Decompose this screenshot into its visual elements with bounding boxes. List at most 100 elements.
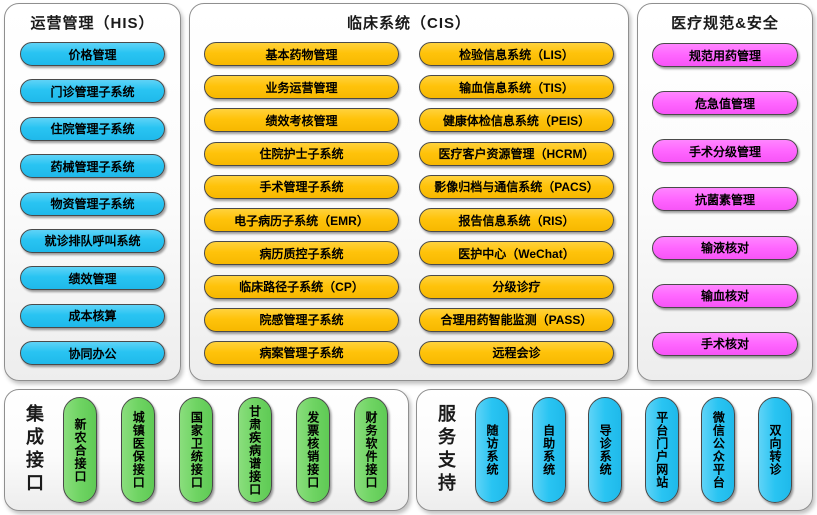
cis-module-pill: 影像归档与通信系统（PACS）: [419, 174, 614, 199]
cis-module-pill: 检验信息系统（LIS）: [419, 42, 614, 66]
safety-module-pill-label: 输液核对: [700, 241, 749, 256]
his-module-pill: 价格管理: [20, 42, 165, 66]
cis-module-pill: 基本药物管理: [204, 42, 399, 66]
integration-interface-pill-label: 甘肃疾病谱接口: [247, 404, 262, 496]
service-support-pill: 双向转诊: [758, 397, 792, 503]
integration-interface-pill: 发票核销接口: [295, 397, 330, 503]
cis-module-pill: 电子病历子系统（EMR）: [204, 208, 399, 233]
cis-module-pill: 临床路径子系统（CP）: [204, 274, 399, 299]
cis-module-pill-label: 临床路径子系统（CP）: [239, 280, 364, 295]
cis-module-pill: 病历质控子系统: [204, 241, 399, 266]
service-support-pill-label: 导诊系统: [598, 424, 613, 476]
panel-safety: 医疗规范&安全 规范用药管理危急值管理手术分级管理抗菌素管理输液核对输血核对手术…: [637, 3, 813, 381]
his-module-pill: 物资管理子系统: [20, 191, 165, 216]
panel-service: 服务支持 随访系统 自助系统 导诊系统 平台门户网站 微信公众平台 双向转诊: [415, 389, 813, 511]
panel-cis: 临床系统（CIS） 基本药物管理业务运营管理绩效考核管理住院护士子系统手术管理子…: [189, 3, 629, 381]
panel-safety-title: 医疗规范&安全: [671, 15, 779, 32]
integration-interface-pill: 甘肃疾病谱接口: [237, 397, 272, 503]
safety-module-pill-label: 手术核对: [700, 337, 749, 352]
cis-module-pill-label: 病案管理子系统: [259, 346, 344, 361]
service-support-pill: 随访系统: [474, 397, 509, 503]
his-module-pill-label: 物资管理子系统: [50, 197, 135, 211]
cis-module-pill-label: 医护中心（WeChat）: [458, 246, 575, 261]
panel-integration: 集成接口 新农合接口城镇医保接口国家卫统接口甘肃疾病谱接口发票核销接口财务软件接…: [4, 389, 409, 511]
his-module-pill: 门诊管理子系统: [20, 79, 165, 104]
safety-module-pill-label: 手术分级管理: [688, 144, 761, 159]
cis-module-pill: 医疗客户资源管理（HCRM）: [419, 141, 614, 166]
safety-pill-list: 规范用药管理危急值管理手术分级管理抗菌素管理输液核对输血核对手术核对: [638, 33, 812, 380]
cis-module-pill: 输血信息系统（TIS）: [419, 75, 614, 100]
cis-module-pill-label: 影像归档与通信系统（PACS）: [434, 180, 599, 195]
panel-his: 运营管理（HIS） 价格管理门诊管理子系统住院管理子系统药械管理子系统物资管理子…: [4, 3, 181, 381]
his-module-pill: 成本核算: [20, 303, 165, 328]
cis-module-pill-label: 绩效考核管理: [265, 113, 338, 128]
his-module-pill-label: 住院管理子系统: [50, 122, 135, 137]
top-row: 运营管理（HIS） 价格管理门诊管理子系统住院管理子系统药械管理子系统物资管理子…: [4, 3, 813, 381]
cis-module-pill-label: 住院护士子系统: [259, 147, 344, 162]
cis-columns: 基本药物管理业务运营管理绩效考核管理住院护士子系统手术管理子系统电子病历子系统（…: [190, 33, 628, 380]
his-module-pill-label: 绩效管理: [68, 271, 117, 286]
cis-module-pill: 绩效考核管理: [204, 108, 399, 133]
service-support-pill-label: 双向转诊: [768, 424, 782, 476]
cis-module-pill: 分级诊疗: [419, 274, 614, 299]
service-support-pill-label: 平台门户网站: [654, 411, 669, 489]
safety-module-pill: 规范用药管理: [652, 43, 798, 67]
safety-module-pill-label: 规范用药管理: [688, 48, 761, 63]
integration-interface-pill-label: 国家卫统接口: [189, 411, 204, 489]
cis-module-pill-label: 合理用药智能监测（PASS）: [440, 313, 593, 328]
safety-module-pill: 输液核对: [652, 235, 798, 260]
service-support-pill: 微信公众平台: [701, 397, 736, 503]
his-module-pill: 绩效管理: [20, 266, 165, 291]
integration-interface-pill-label: 新农合接口: [73, 417, 87, 483]
integration-interface-pill-label: 财务软件接口: [363, 411, 378, 489]
safety-module-pill: 输血核对: [652, 283, 798, 308]
cis-module-pill-label: 远程会诊: [492, 346, 541, 361]
service-support-pill: 自助系统: [531, 397, 566, 503]
his-module-pill-label: 协同办公: [68, 346, 117, 361]
cis-module-pill: 合理用药智能监测（PASS）: [419, 307, 614, 332]
cis-module-pill-label: 分级诊疗: [492, 280, 541, 295]
cis-pill-list-right: 检验信息系统（LIS） 输血信息系统（TIS） 健康体检信息系统（PEIS） 医疗客户…: [419, 33, 614, 380]
his-module-pill-label: 就诊排队呼叫系统: [44, 234, 141, 249]
cis-module-pill: 住院护士子系统: [204, 141, 399, 166]
safety-module-pill: 抗菌素管理: [652, 187, 798, 212]
his-module-pill: 就诊排队呼叫系统: [20, 228, 165, 253]
cis-module-pill: 健康体检信息系统（PEIS）: [419, 108, 614, 133]
service-support-pill-label: 自助系统: [541, 424, 556, 476]
bottom-row: 集成接口 新农合接口城镇医保接口国家卫统接口甘肃疾病谱接口发票核销接口财务软件接…: [4, 389, 813, 511]
cis-module-pill: 报告信息系统（RIS）: [419, 208, 614, 233]
service-support-pill-label: 随访系统: [484, 424, 499, 476]
integration-interface-pill-label: 城镇医保接口: [131, 411, 146, 489]
integration-interface-pill: 财务软件接口: [353, 397, 388, 503]
cis-module-pill-label: 输血信息系统（TIS）: [459, 80, 574, 95]
integration-pill-list: 新农合接口 城镇医保接口 国家卫统接口 甘肃疾病谱接口 发票核销接口 财务软件接口: [51, 390, 408, 510]
integration-interface-pill-label: 发票核销接口: [305, 411, 320, 489]
safety-module-pill-label: 输血核对: [700, 289, 749, 304]
cis-module-pill-label: 健康体检信息系统（PEIS）: [442, 113, 591, 128]
cis-module-pill: 业务运营管理: [204, 75, 399, 100]
panel-service-title: 服务支持: [435, 404, 456, 496]
service-pill-list: 随访系统 自助系统 导诊系统 平台门户网站 微信公众平台 双向转诊: [463, 390, 812, 510]
his-module-pill-label: 成本核算: [68, 309, 117, 324]
safety-module-pill: 手术核对: [652, 331, 798, 356]
cis-module-pill: 远程会诊: [419, 340, 614, 365]
cis-module-pill-label: 院感管理子系统: [259, 313, 344, 328]
safety-module-pill: 危急值管理: [652, 91, 798, 116]
safety-module-pill-label: 危急值管理: [694, 96, 755, 111]
service-support-pill: 平台门户网站: [644, 397, 679, 503]
safety-module-pill-label: 抗菌素管理: [694, 192, 755, 207]
cis-module-pill-label: 医疗客户资源管理（HCRM）: [438, 147, 595, 162]
cis-module-pill: 手术管理子系统: [204, 174, 399, 199]
panel-cis-title: 临床系统（CIS）: [346, 15, 471, 32]
cis-module-pill-label: 手术管理子系统: [259, 180, 344, 195]
service-support-pill: 导诊系统: [588, 397, 623, 503]
cis-pill-list-left: 基本药物管理业务运营管理绩效考核管理住院护士子系统手术管理子系统电子病历子系统（…: [204, 33, 399, 380]
cis-module-pill: 病案管理子系统: [204, 340, 399, 365]
his-pill-list: 价格管理门诊管理子系统住院管理子系统药械管理子系统物资管理子系统就诊排队呼叫系统…: [5, 33, 180, 380]
panel-his-title: 运营管理（HIS）: [30, 15, 155, 32]
integration-interface-pill: 城镇医保接口: [121, 397, 156, 503]
his-module-pill-label: 价格管理: [68, 47, 117, 62]
cis-module-pill-label: 基本药物管理: [265, 47, 338, 62]
safety-module-pill: 手术分级管理: [652, 139, 798, 164]
